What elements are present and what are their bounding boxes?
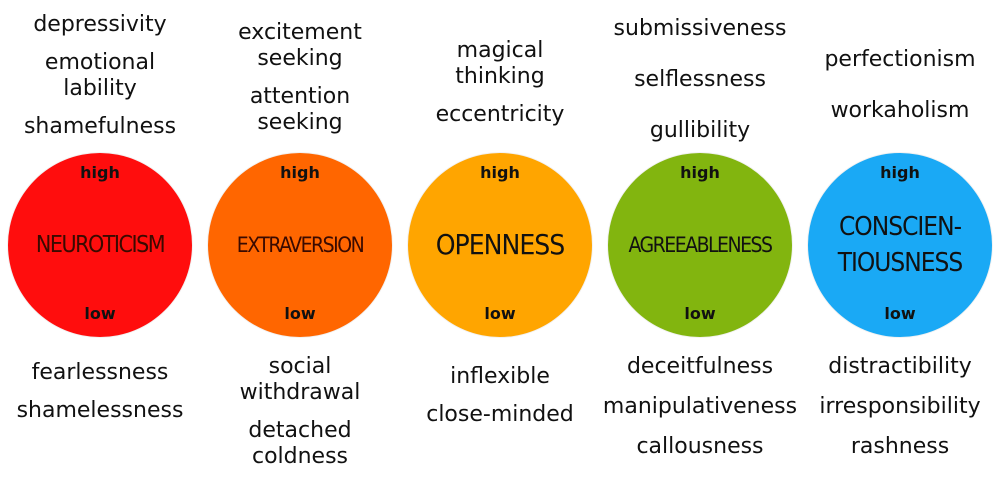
trait-label: eccentricity xyxy=(435,102,565,127)
trait-label: submissiveness xyxy=(613,16,787,41)
trait-label: manipulativeness xyxy=(602,394,798,419)
trait-label: shamelessness xyxy=(16,398,184,423)
trait-label: deceitfulness xyxy=(626,354,774,379)
trait-label: depressivity xyxy=(33,12,167,37)
factor-name: NEUROTICISM xyxy=(35,232,166,258)
factor-column-agreeableness: submissiveness selflessness gullibility … xyxy=(600,0,800,500)
trait-label: perfectionism xyxy=(824,47,976,72)
low-traits-list: distractibility irresponsibility rashnes… xyxy=(800,354,1000,472)
trait-label: excitement seeking xyxy=(238,20,362,71)
factor-circle: high OPENNESS low xyxy=(408,153,592,337)
factor-name: EXTRAVERSION xyxy=(236,233,365,257)
factor-name: OPENNESS xyxy=(435,228,566,261)
trait-label: gullibility xyxy=(649,118,751,143)
high-marker: high xyxy=(680,163,720,182)
trait-label: selflessness xyxy=(634,67,766,92)
high-traits-list: perfectionism workaholism xyxy=(800,47,1000,136)
high-marker: high xyxy=(80,163,120,182)
low-traits-list: deceitfulness manipulativeness callousne… xyxy=(600,354,800,472)
trait-label: magical thinking xyxy=(455,38,545,89)
low-marker: low xyxy=(684,304,716,323)
trait-label: close-minded xyxy=(426,402,574,427)
factor-column-extraversion: excitement seeking attention seeking hig… xyxy=(200,0,400,500)
factor-name: CONSCIEN- TIOUSNESS xyxy=(837,212,964,278)
trait-label: shamefulness xyxy=(23,114,177,139)
factor-circle: high CONSCIEN- TIOUSNESS low xyxy=(808,153,992,337)
factor-circle: high NEUROTICISM low xyxy=(8,153,192,337)
trait-label: fearlessness xyxy=(31,360,169,385)
trait-label: distractibility xyxy=(828,354,972,379)
factor-circle: high EXTRAVERSION low xyxy=(208,153,392,337)
trait-label: rashness xyxy=(850,434,950,459)
low-marker: low xyxy=(884,304,916,323)
trait-label: irresponsibility xyxy=(819,394,981,419)
low-marker: low xyxy=(484,304,516,323)
factor-name: AGREEABLENESS xyxy=(628,233,773,257)
trait-label: social withdrawal xyxy=(239,354,361,405)
factor-column-conscientiousness: perfectionism workaholism high CONSCIEN-… xyxy=(800,0,1000,500)
high-marker: high xyxy=(280,163,320,182)
trait-label: attention seeking xyxy=(249,84,351,135)
high-traits-list: excitement seeking attention seeking xyxy=(200,20,400,148)
trait-label: workaholism xyxy=(830,98,970,123)
trait-label: detached coldness xyxy=(248,418,352,469)
factor-circle: high AGREEABLENESS low xyxy=(608,153,792,337)
low-traits-list: social withdrawal detached coldness xyxy=(200,354,400,482)
low-traits-list: fearlessness shamelessness xyxy=(0,360,200,436)
trait-label: callousness xyxy=(636,434,764,459)
high-traits-list: submissiveness selflessness gullibility xyxy=(600,16,800,156)
factor-column-neuroticism: depressivity emotional lability shameful… xyxy=(0,0,200,500)
low-traits-list: inflexible close-minded xyxy=(400,364,600,440)
high-marker: high xyxy=(480,163,520,182)
trait-label: emotional lability xyxy=(44,50,156,101)
high-traits-list: magical thinking eccentricity xyxy=(400,38,600,140)
trait-label: inflexible xyxy=(450,364,550,389)
high-traits-list: depressivity emotional lability shameful… xyxy=(0,12,200,152)
low-marker: low xyxy=(84,304,116,323)
factor-column-openness: magical thinking eccentricity high OPENN… xyxy=(400,0,600,500)
low-marker: low xyxy=(284,304,316,323)
high-marker: high xyxy=(880,163,920,182)
